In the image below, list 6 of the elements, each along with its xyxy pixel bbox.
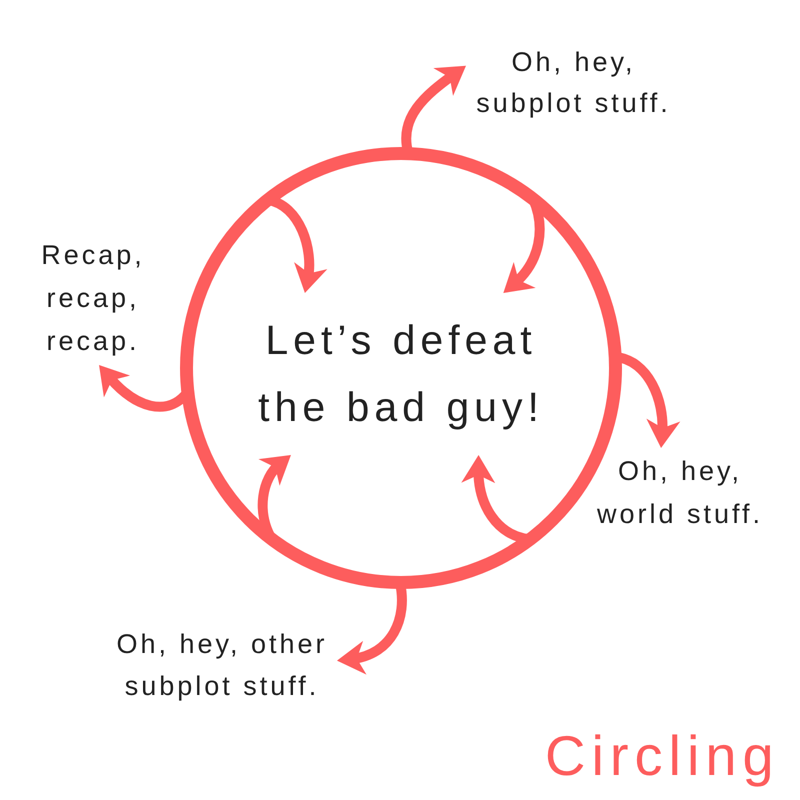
annotation-text: Recap, recap, recap. bbox=[33, 232, 153, 365]
diagram-title: Circling bbox=[545, 724, 780, 788]
annotation-text: Oh, hey, subplot stuff. bbox=[466, 40, 681, 126]
goal-text: Let’s defeat the bad guy! bbox=[246, 293, 556, 455]
annotation-text: Oh, hey, world stuff. bbox=[585, 448, 775, 538]
annotation-text: Oh, hey, other subplot stuff. bbox=[107, 621, 337, 709]
